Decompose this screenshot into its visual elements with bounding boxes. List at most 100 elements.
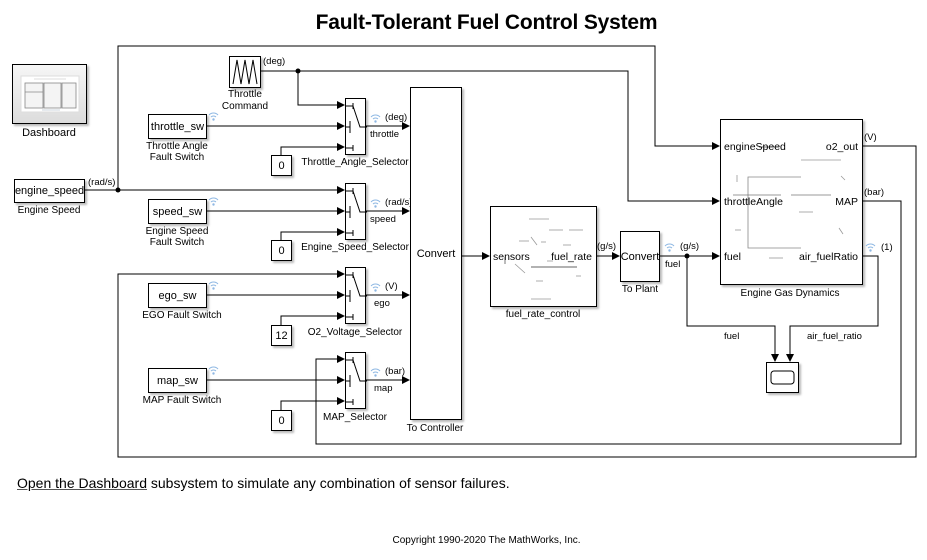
subsystem-preview-icon (504, 218, 583, 300)
constant-value: 0 (278, 159, 285, 172)
map-signal-label: map (374, 383, 393, 394)
diagram-title: Fault-Tolerant Fuel Control System (315, 11, 658, 34)
annotation-text: Open the Dashboard subsystem to simulate… (17, 475, 510, 491)
o2-voltage-selector-label: O2_Voltage_Selector (307, 327, 403, 338)
constant-block-throttle[interactable]: 0 (271, 155, 292, 176)
scope-block[interactable] (766, 362, 799, 393)
dashboard-block[interactable] (12, 64, 87, 124)
to-plant-block[interactable]: Convert (620, 231, 660, 282)
o2-voltage-selector[interactable] (345, 267, 367, 324)
switch-icon (346, 103, 367, 151)
ego-signal-label: ego (374, 298, 390, 309)
switch-icon (346, 188, 367, 236)
constant-block-ego[interactable]: 12 (271, 325, 292, 346)
ego-signal-unit: (V) (385, 281, 398, 292)
engine-gas-dynamics-block[interactable]: engineSpeed throttleAngle fuel o2_out MA… (720, 119, 863, 285)
constant-value: 0 (278, 414, 285, 427)
to-controller-label: To Controller (406, 423, 464, 434)
signal-logging-icon[interactable] (208, 196, 219, 206)
subsystem-preview-icon (733, 146, 846, 259)
signal-logging-icon[interactable] (865, 242, 876, 252)
switch-icon (346, 272, 367, 320)
signal-logging-icon[interactable] (664, 242, 675, 252)
signal-logging-icon[interactable] (370, 282, 381, 292)
dashboard-thumbnail-icon (20, 75, 79, 113)
map-selector-label: MAP_Selector (323, 412, 387, 423)
switch-icon (346, 357, 367, 405)
throttle-angle-selector[interactable] (345, 98, 367, 155)
speed-sw-block[interactable]: speed_sw (148, 199, 207, 224)
line-fuel-to-scope[interactable] (686, 256, 779, 362)
throttle-signal-label: throttle (370, 129, 400, 140)
signal-logging-icon[interactable] (370, 367, 381, 377)
to-controller-block[interactable]: Convert (410, 87, 462, 420)
signal-logging-icon[interactable] (208, 280, 219, 290)
junction-fuel (684, 253, 690, 259)
line-const-throttle[interactable] (280, 143, 345, 155)
signal-logging-icon[interactable] (208, 365, 219, 375)
engine-speed-selector[interactable] (345, 183, 367, 240)
air-fuel-ratio-unit: (1) (881, 242, 893, 253)
constant-value: 12 (275, 329, 288, 342)
port-o2-out: o2_out (825, 141, 858, 153)
speed-signal-label: speed (370, 214, 396, 225)
fuel-rate-control-block[interactable]: sensors fuel_rate (490, 206, 597, 307)
engine-gas-dynamics-label: Engine Gas Dynamics (740, 288, 840, 299)
scope-screen-icon (770, 370, 795, 385)
ego-sw-block[interactable]: ego_sw (148, 283, 207, 308)
port-throttle-angle: throttleAngle (724, 196, 783, 208)
map-sw-label: MAP Fault Switch (142, 395, 222, 406)
speed-signal-unit: (rad/s) (385, 197, 413, 208)
open-dashboard-link[interactable]: Open the Dashboard (17, 475, 147, 491)
port-air-fuel-ratio: air_fuelRatio (799, 251, 858, 263)
port-engine-speed: engineSpeed (724, 141, 786, 153)
line-const-speed[interactable] (280, 228, 345, 240)
line-o2-feedback[interactable] (117, 145, 917, 458)
constant-block-map[interactable]: 0 (271, 410, 292, 431)
junction-throttle-command (295, 68, 301, 74)
line-throttle-command-to-plant[interactable] (261, 70, 720, 205)
throttle-command-label-2: Command (221, 101, 269, 112)
engine-speed-label: Engine Speed (17, 205, 81, 216)
line-engine-speed-to-plant[interactable] (117, 45, 720, 190)
port-sensors: sensors (493, 251, 530, 263)
scope-fuel-label: fuel (724, 331, 740, 342)
signal-logging-icon[interactable] (370, 198, 381, 208)
port-fuel: fuel (724, 251, 741, 263)
line-const-ego[interactable] (280, 312, 345, 325)
o2-out-unit: (V) (864, 132, 877, 143)
dashboard-label: Dashboard (22, 127, 76, 139)
engine-speed-block[interactable]: engine_speed (14, 179, 85, 203)
fuel-signal-label: fuel (665, 259, 681, 270)
line-map-feedback[interactable] (315, 200, 902, 445)
ego-sw-label: EGO Fault Switch (142, 310, 222, 321)
signal-logging-icon[interactable] (208, 111, 219, 121)
map-selector[interactable] (345, 352, 367, 409)
speed-sw-label-2: Fault Switch (149, 237, 205, 248)
engine-speed-unit: (rad/s) (88, 177, 116, 188)
port-map: MAP (835, 196, 858, 208)
to-plant-text: Convert (620, 250, 660, 263)
to-controller-text: Convert (416, 247, 456, 260)
throttle-command-unit: (deg) (263, 56, 286, 67)
throttle-sw-text: throttle_sw (150, 120, 205, 133)
copyright-text: Copyright 1990-2020 The MathWorks, Inc. (392, 535, 581, 546)
line-afr-to-scope[interactable] (786, 255, 879, 362)
throttle-angle-selector-label: Throttle_Angle_Selector (301, 157, 409, 168)
map-sw-block[interactable]: map_sw (148, 368, 207, 393)
map-out-unit: (bar) (864, 187, 885, 198)
line-throttle-command-to-selector[interactable] (297, 71, 345, 109)
engine-speed-selector-label: Engine_Speed_Selector (301, 242, 409, 253)
throttle-command-block[interactable] (229, 56, 261, 88)
repeating-sequence-icon (232, 59, 258, 85)
throttle-sw-label-2: Fault Switch (149, 152, 205, 163)
fuel-rate-unit: (g/s) (597, 241, 616, 252)
speed-sw-label-1: Engine Speed (145, 226, 209, 237)
constant-block-speed[interactable]: 0 (271, 240, 292, 261)
line-const-map[interactable] (280, 397, 345, 410)
map-sw-text: map_sw (157, 374, 198, 387)
scope-air-fuel-ratio-label: air_fuel_ratio (807, 331, 862, 342)
throttle-sw-block[interactable]: throttle_sw (148, 114, 207, 139)
signal-logging-icon[interactable] (370, 113, 381, 123)
ego-sw-text: ego_sw (158, 289, 197, 302)
